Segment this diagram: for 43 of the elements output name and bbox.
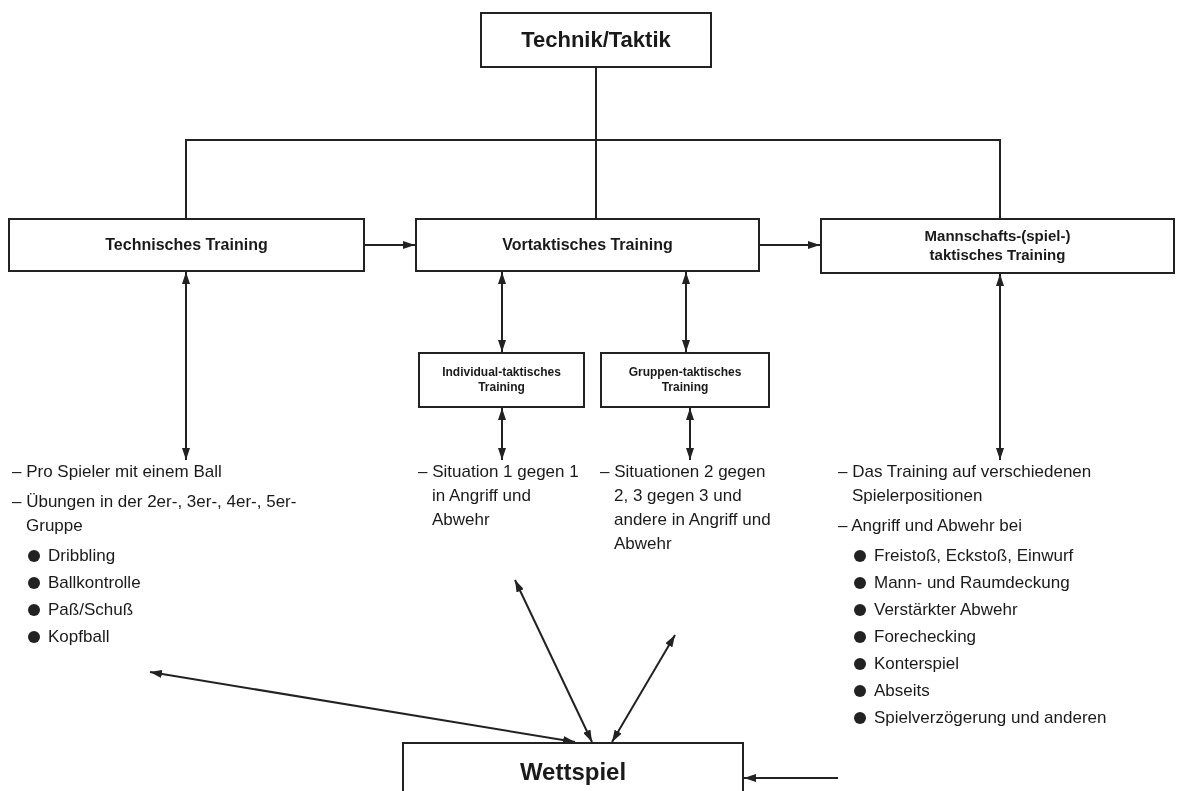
node-label: Vortaktisches Training <box>502 235 673 255</box>
list-item: Spielverzögerung und anderen <box>874 707 1107 729</box>
list-item: Verstärkter Abwehr <box>874 599 1018 621</box>
process-box <box>820 218 1175 274</box>
arrow <box>498 271 506 353</box>
process-box <box>415 218 760 272</box>
arrow <box>498 407 506 461</box>
process-box <box>8 218 365 272</box>
arrow <box>682 271 690 353</box>
list-item: – Situation 1 gegen 1 in Angriff und Abwehr <box>418 461 580 531</box>
list-item: Freistoß, Eckstoß, Einwurf <box>874 545 1074 567</box>
node-label: Gruppen-taktisches Training <box>627 365 743 395</box>
node-label: Wettspiel <box>519 757 627 787</box>
node-label: Individual-taktisches Training <box>441 365 562 395</box>
list-item: Abseits <box>874 680 930 702</box>
arrow <box>611 634 676 743</box>
process-box <box>600 352 770 408</box>
list-item: Paß/Schuß <box>48 599 134 621</box>
process-box <box>480 12 712 68</box>
list-item: – Pro Spieler mit einem Ball <box>12 461 223 483</box>
list-item: – Das Training auf verschiedenen Spielerpositionen <box>838 461 1093 507</box>
arrow <box>743 774 839 782</box>
list-item: – Übungen in der 2er-, 3er-, 4er-, 5er-Gruppe <box>12 491 298 537</box>
node-label: Technisches Training <box>105 235 268 255</box>
arrow <box>364 241 416 249</box>
node-label: Mannschafts-(spiel-) taktisches Training <box>923 227 1072 265</box>
list-item: Konterspiel <box>874 653 960 675</box>
arrow <box>182 271 190 461</box>
arrow <box>149 670 576 744</box>
list-item: – Angriff und Abwehr bei <box>838 515 1023 537</box>
list-item: Kopfball <box>48 626 110 648</box>
process-box <box>418 352 585 408</box>
list-item: – Situationen 2 gegen 2, 3 gegen 3 und andere in Angriff und Abwehr <box>600 461 772 555</box>
list-item: Forechecking <box>874 626 977 648</box>
list-item: Mann- und Raumdeckung <box>874 572 1070 594</box>
arrow <box>759 241 821 249</box>
arrow <box>996 273 1004 461</box>
arrow <box>686 407 694 461</box>
process-box <box>402 742 744 791</box>
list-item: Dribbling <box>48 545 116 567</box>
node-label: Technik/Taktik <box>521 26 671 54</box>
arrow <box>514 579 593 743</box>
list-item: Ballkontrolle <box>48 572 141 594</box>
